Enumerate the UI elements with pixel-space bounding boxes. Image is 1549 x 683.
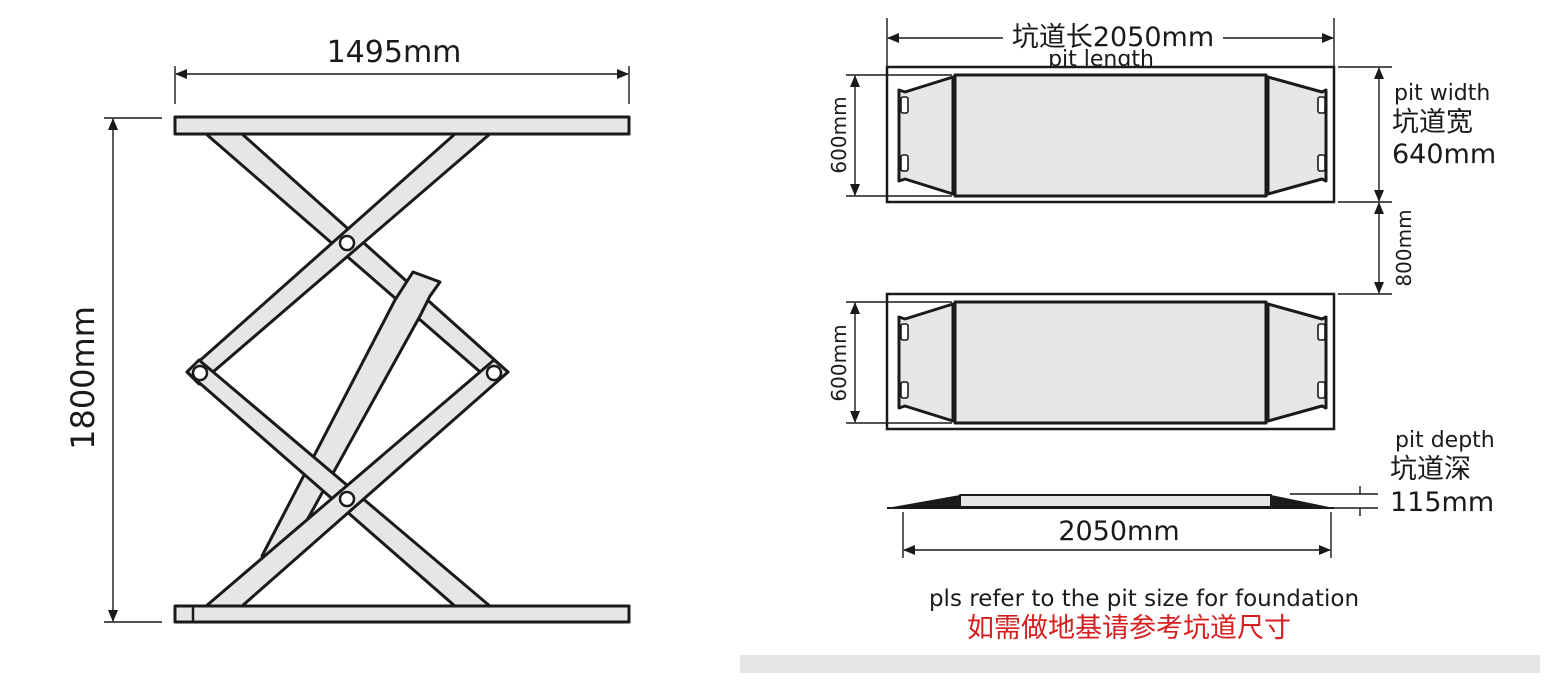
width-dimension: 1495mm	[174, 35, 630, 104]
hydraulic-cylinder	[260, 270, 442, 562]
pin-top	[338, 234, 356, 252]
pin-right	[485, 364, 503, 382]
height-dimension: 1800mm	[64, 117, 162, 623]
note-chinese: 如需做地基请参考坑道尺寸	[967, 613, 1291, 644]
lower-platform-width-label: 600mm	[827, 324, 851, 401]
pit-gap-label: 800mm	[1392, 209, 1416, 286]
top-platform	[173, 115, 631, 136]
upper-platform-width-label: 600mm	[827, 96, 851, 173]
note-english: pls refer to the pit size for foundation	[929, 586, 1359, 612]
base-frame	[173, 604, 631, 624]
pit-length-cn: 坑道长2050mm	[1012, 22, 1214, 53]
width-label: 1495mm	[327, 35, 462, 70]
scissor-lift-side-view: 1495mm 1800mm	[64, 35, 631, 624]
pit-width-value: 640mm	[1392, 139, 1496, 170]
pit-depth-value: 115mm	[1390, 487, 1494, 518]
pit-width-en: pit width	[1394, 81, 1490, 106]
pit-width-cn: 坑道宽	[1392, 107, 1473, 138]
pit-depth-cn: 坑道深	[1390, 454, 1471, 485]
pin-bottom	[338, 490, 356, 508]
bottom-gradient-strip	[740, 655, 1540, 673]
lower-pit: 600mm	[827, 292, 1336, 431]
left-ramp-profile	[887, 495, 960, 508]
pit-width-dimension: pit width 坑道宽 640mm 800mm	[1338, 66, 1496, 295]
pit-depth-en: pit depth	[1395, 428, 1495, 453]
platform-profile	[959, 494, 1272, 508]
pin-left	[191, 364, 209, 382]
upper-platform	[953, 73, 1268, 198]
upper-right-ramp	[1266, 75, 1328, 196]
height-label: 1800mm	[64, 306, 102, 450]
pit-section-view: pit depth 坑道深 115mm 2050mm	[887, 428, 1495, 558]
lower-left-ramp	[897, 302, 955, 423]
lower-platform	[953, 300, 1268, 425]
lower-right-ramp	[1266, 302, 1328, 423]
ramp-length-label: 2050mm	[1058, 516, 1179, 547]
left-panel	[0, 10, 728, 672]
pit-length-dimension: 坑道长2050mm pit length	[886, 18, 1335, 72]
upper-left-ramp	[897, 75, 955, 196]
right-ramp-profile	[1271, 495, 1334, 508]
upper-pit: 600mm	[827, 65, 1336, 204]
pit-top-view: 坑道长2050mm pit length 600mm	[827, 18, 1496, 431]
